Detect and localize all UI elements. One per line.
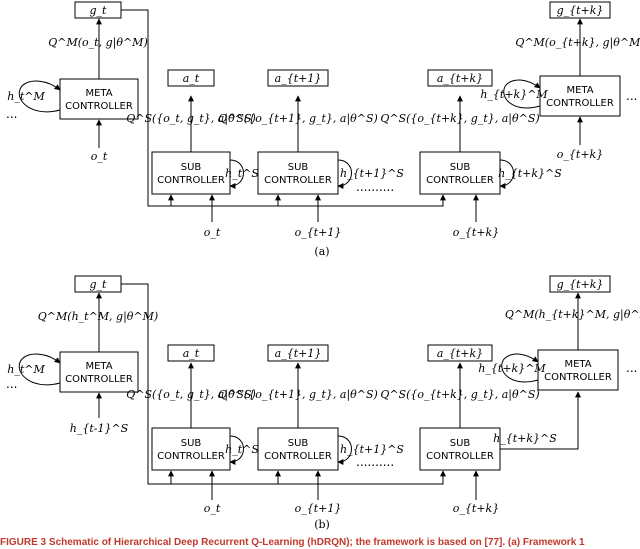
sub-hidden-a1: h_t^S [225,167,259,180]
dots-mid-a: .......... [356,180,394,194]
meta-controller-right-l2: CONTROLLER [546,98,614,109]
meta-input-left: o_t [91,150,108,163]
dots-right-a: ... [626,89,637,103]
sub-hidden-b2: h_{t+1}^S [340,443,404,456]
meta-controller-left-b [59,351,139,393]
obs-b2: o_{t+1} [295,502,342,515]
qs-label-b1: Q^S({o_t, g_t}, a|θ^S) [126,388,255,402]
sub-hidden-b3: h_{t+k}^S [493,432,557,445]
action-box-a1 [167,69,215,87]
action-label-a2: a_{t+1} [275,72,322,85]
sub-controller-a2-l2: CONTROLLER [264,175,332,186]
meta-controller-right-b [537,349,619,391]
sub-controller-a2-l1: SUB [288,162,309,173]
obs-b1: o_t [204,502,221,515]
sub-hidden-a3: h_{t+k}^S [498,167,562,180]
dots-left-a: ... [6,107,17,121]
panel-b: g_t Q^M(h_t^M, g|θ^M) META CONTROLLER h_… [6,275,640,531]
meta-controller-left-l2: CONTROLLER [65,101,133,112]
goal-box-tk-b [549,275,611,293]
meta-hidden-right-b: h_{t+k}^M [478,362,546,375]
action-box-b1 [167,344,215,362]
action-label-a3: a_{t+k} [437,72,483,85]
meta-controller-left-l1: META [85,88,112,99]
meta-hidden-right: h_{t+k}^M [480,88,548,101]
meta-controller-left-b-l2: CONTROLLER [65,374,133,385]
panel-a-caption: (a) [314,245,329,258]
qs-label-a1: Q^S({o_t, g_t}, a|θ^S) [126,112,255,126]
qm-label-left-b: Q^M(h_t^M, g|θ^M) [38,310,158,324]
sub-controller-a1-l1: SUB [181,162,202,173]
meta-controller-right [539,75,621,117]
meta-controller-left [59,78,139,120]
qm-label-right: Q^M(o_{t+k}, g|θ^M) [515,36,640,50]
sub-controller-b3-l1: SUB [450,438,471,449]
sub-controller-b3 [419,427,501,471]
action-box-b2 [267,344,329,362]
sub-controller-b2-l1: SUB [288,438,309,449]
meta-controller-right-l1: META [566,85,593,96]
qs-label-a2: Q^S({o_{t+1}, g_t}, a|θ^S) [218,112,378,126]
sub-controller-b3-l2: CONTROLLER [426,451,494,462]
goal-label-tk: g_{t+k} [557,4,604,17]
sub-controller-b1 [151,427,231,471]
panel-b-caption: (b) [314,518,330,531]
qs-label-a3: Q^S({o_{t+k}, g_t}, a|θ^S) [380,112,539,126]
action-label-b1: a_t [183,347,200,360]
meta-input-right: o_{t+k} [557,148,603,161]
goal-box-tk [549,1,611,19]
meta-input-left-b: h_{t-1}^S [70,422,129,435]
sub-hidden-a2: h_{t+1}^S [340,167,404,180]
obs-a1: o_t [204,226,221,239]
sub-controller-a3-l2: CONTROLLER [426,175,494,186]
obs-a2: o_{t+1} [295,226,342,239]
action-label-b2: a_{t+1} [275,347,322,360]
action-box-b3 [427,344,493,362]
sub-controller-a1-l2: CONTROLLER [157,175,225,186]
meta-controller-right-b-l1: META [564,359,591,370]
qm-label-left: Q^M(o_t, g|θ^M) [48,36,147,50]
sub-controller-a3 [419,151,501,195]
dots-mid-b: .......... [356,455,394,469]
qs-label-b2: Q^S({o_{t+1}, g_t}, a|θ^S) [218,388,378,402]
panel-a: g_t Q^M(o_t, g|θ^M) META CONTROLLER h_t^… [6,1,640,258]
sub-hidden-b1: h_t^S [225,443,259,456]
goal-label-tk-b: g_{t+k} [557,278,604,291]
dots-right-b: ... [626,361,637,375]
sub-controller-b1-l1: SUB [181,438,202,449]
action-box-a3 [427,69,493,87]
obs-b3: o_{t+k} [453,502,499,515]
meta-hidden-left: h_t^M [7,90,45,103]
goal-label-t-b: g_t [90,278,108,291]
action-box-a2 [267,69,329,87]
sub-controller-b2-l2: CONTROLLER [264,451,332,462]
sub-controller-a1 [151,151,231,195]
meta-hidden-left-b: h_t^M [7,363,45,376]
qm-label-right-b: Q^M(h_{t+k}^M, g|θ^M) [505,308,640,322]
meta-controller-right-b-l2: CONTROLLER [544,372,612,383]
obs-a3: o_{t+k} [453,226,499,239]
sub-controller-b1-l2: CONTROLLER [157,451,225,462]
dots-left-b: ... [6,377,17,391]
sub-controller-b2 [257,427,339,471]
sub-controller-a2 [257,151,339,195]
sub-controller-a3-l1: SUB [450,162,471,173]
goal-label-t: g_t [90,4,108,17]
action-label-a1: a_t [183,72,200,85]
qs-label-b3: Q^S({o_{t+k}, g_t}, a|θ^S) [380,388,539,402]
figure-caption: FIGURE 3 Schematic of Hierarchical Deep … [0,537,585,548]
meta-controller-left-b-l1: META [85,361,112,372]
action-label-b3: a_{t+k} [437,347,483,360]
